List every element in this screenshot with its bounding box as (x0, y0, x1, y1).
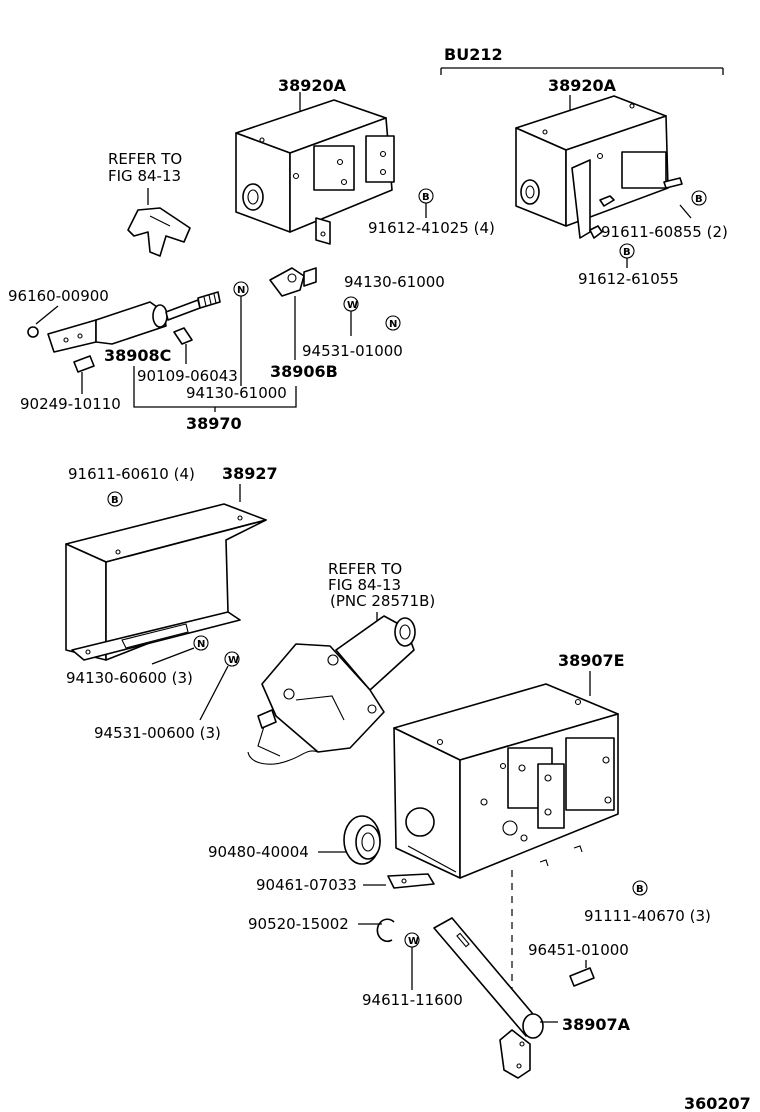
label-94130-61000-b: 94130-61000 (186, 384, 287, 402)
washer-symbol-b: W (224, 651, 240, 667)
nut-symbol-a: N (233, 281, 249, 297)
svg-text:B: B (636, 884, 644, 895)
label-38927: 38927 (222, 464, 278, 483)
bolt-90249 (73, 355, 95, 373)
variant-header: BU212 (444, 45, 503, 64)
e-ring-90520-15002 (376, 918, 395, 943)
refer-top-line2: FIG 84-13 (108, 167, 181, 185)
label-91111-40670: 91111-40670 (3) (584, 907, 711, 925)
label-38970: 38970 (186, 414, 242, 433)
label-38920A-left: 38920A (278, 76, 347, 95)
svg-text:W: W (408, 936, 419, 947)
nut-symbol-c: N (193, 635, 209, 651)
label-94531-01000: 94531-01000 (302, 342, 403, 360)
bolt-symbol-a: B (418, 188, 434, 204)
label-38907E: 38907E (558, 651, 625, 670)
housing-38920A-right (515, 95, 683, 239)
label-90520-15002: 90520-15002 (248, 915, 349, 933)
label-94611-11600: 94611-11600 (362, 991, 463, 1009)
actuator-motor (247, 615, 416, 765)
lever-38906B (269, 267, 317, 297)
label-91612-61055: 91612-61055 (578, 270, 679, 288)
label-91611-60610: 91611-60610 (4) (68, 465, 195, 483)
svg-text:B: B (111, 495, 119, 506)
label-90480-40004: 90480-40004 (208, 843, 309, 861)
label-94130-60600: 94130-60600 (3) (66, 669, 193, 687)
bolt-symbol-d: B (107, 491, 123, 507)
washer-symbol-a: W (343, 296, 359, 312)
label-91611-60855: 91611-60855 (2) (601, 223, 728, 241)
svg-text:B: B (422, 192, 430, 203)
bolt-symbol-e: B (632, 880, 648, 896)
svg-text:N: N (389, 319, 397, 330)
grease-nipple-96451 (569, 967, 595, 987)
refer-mid-line3: (PNC 28571B) (330, 592, 435, 610)
svg-text:N: N (197, 639, 205, 650)
svg-text:N: N (237, 285, 245, 296)
refer-top-line1: REFER TO (108, 150, 182, 168)
svg-text:W: W (347, 300, 358, 311)
diagram-id: 360207 (684, 1094, 751, 1112)
washer-symbol-c: W (404, 932, 420, 948)
label-94130-61000-a: 94130-61000 (344, 273, 445, 291)
refer-mid-line2: FIG 84-13 (328, 576, 401, 594)
nut-symbol-b: N (385, 315, 401, 331)
svg-text:W: W (228, 655, 239, 666)
lever-arm-38907A (433, 917, 544, 1079)
svg-text:B: B (623, 247, 631, 258)
bolt-symbol-c: B (619, 243, 635, 259)
clip-bracket (127, 207, 191, 257)
refer-mid-line1: REFER TO (328, 560, 402, 578)
label-91612-41025: 91612-41025 (4) (368, 219, 495, 237)
housing-38907E (393, 683, 619, 879)
label-90461-07033: 90461-07033 (256, 876, 357, 894)
bolt-symbol-b: B (691, 190, 707, 206)
label-94531-00600: 94531-00600 (3) (94, 724, 221, 742)
label-38906B: 38906B (270, 362, 338, 381)
snap-ring-small (27, 326, 39, 338)
label-38920A-right: 38920A (548, 76, 617, 95)
seal-90480-40004 (343, 815, 381, 865)
label-38907A: 38907A (562, 1015, 631, 1034)
plate-90461-07033 (387, 873, 435, 889)
label-96451-01000: 96451-01000 (528, 941, 629, 959)
label-38908C: 38908C (104, 346, 171, 365)
bracket-38927 (65, 503, 267, 661)
shaft-38908C (47, 291, 221, 353)
grease-fitting (173, 327, 193, 345)
svg-text:B: B (695, 194, 703, 205)
label-90109-06043: 90109-06043 (137, 367, 238, 385)
housing-38920A-left (235, 92, 395, 245)
label-90249-10110: 90249-10110 (20, 395, 121, 413)
label-96160-00900: 96160-00900 (8, 287, 109, 305)
